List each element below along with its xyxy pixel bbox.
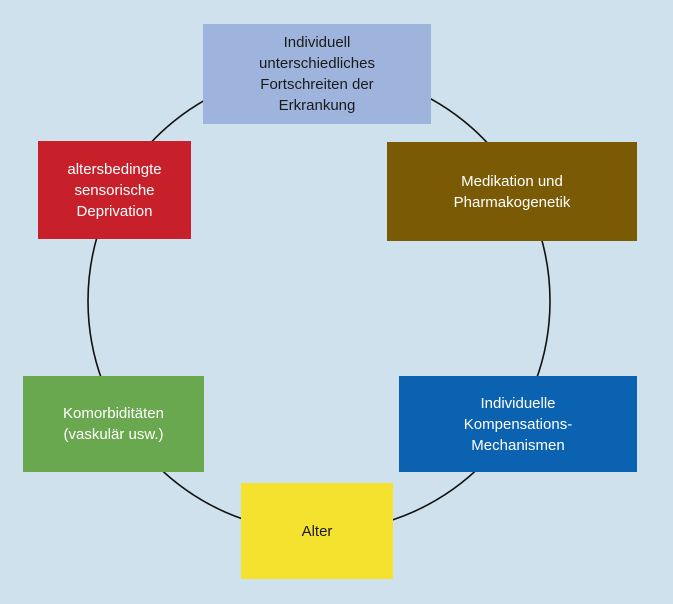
node-age: Alter (241, 483, 393, 579)
node-sensory-deprivation: altersbedingte sensorische Deprivation (38, 141, 191, 239)
node-comorbidities: Komorbiditäten (vaskulär usw.) (23, 376, 204, 472)
node-medication-pharmacogenetics: Medikation und Pharmakogenetik (387, 142, 637, 241)
node-compensation-mechanisms: Individuelle Kompensations- Mechanismen (399, 376, 637, 472)
node-disease-progression: Individuell unterschiedliches Fortschrei… (203, 24, 431, 124)
